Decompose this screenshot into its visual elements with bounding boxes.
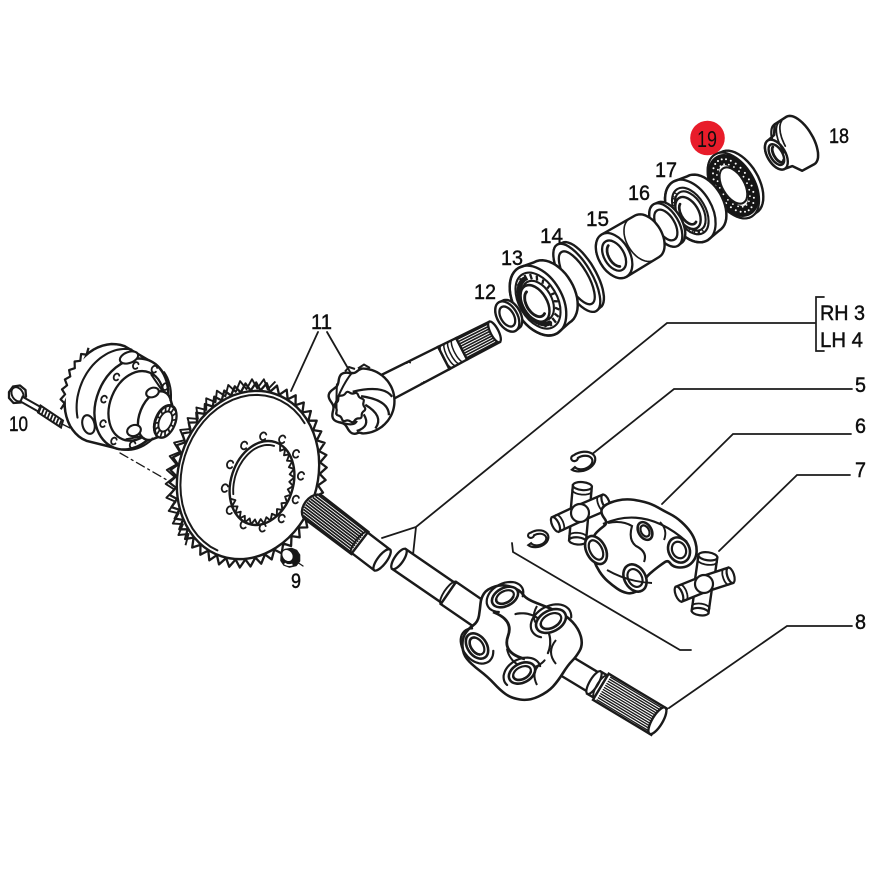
svg-text:LH 4: LH 4 bbox=[820, 328, 863, 352]
svg-text:17: 17 bbox=[655, 158, 677, 182]
svg-text:13: 13 bbox=[501, 246, 523, 270]
svg-text:19: 19 bbox=[697, 126, 717, 152]
svg-text:5: 5 bbox=[855, 373, 866, 397]
svg-text:18: 18 bbox=[829, 124, 849, 148]
svg-text:14: 14 bbox=[540, 224, 563, 248]
svg-text:6: 6 bbox=[855, 414, 866, 438]
svg-text:11: 11 bbox=[311, 310, 332, 334]
svg-text:12: 12 bbox=[474, 280, 496, 304]
svg-text:7: 7 bbox=[855, 458, 866, 482]
svg-text:16: 16 bbox=[628, 181, 650, 205]
svg-text:8: 8 bbox=[855, 610, 866, 634]
svg-text:15: 15 bbox=[586, 207, 609, 231]
svg-text:RH 3: RH 3 bbox=[820, 301, 865, 325]
svg-text:9: 9 bbox=[291, 569, 301, 593]
svg-text:10: 10 bbox=[9, 412, 28, 436]
